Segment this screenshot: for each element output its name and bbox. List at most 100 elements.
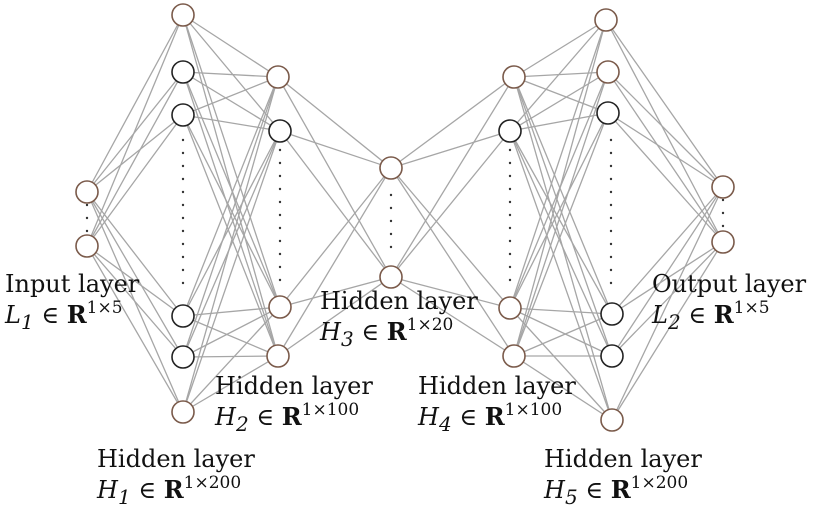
label-set: R	[386, 317, 407, 346]
edge	[279, 276, 392, 308]
edge	[390, 167, 511, 309]
edge	[182, 130, 281, 413]
label-title: Hidden layer	[544, 445, 702, 473]
ellipsis-dot	[508, 148, 512, 152]
edge	[607, 71, 724, 243]
label-hidden-layer-4: Hidden layer H4 ∈ R1×100	[418, 374, 576, 434]
ellipsis-dot	[609, 268, 613, 272]
label-output-layer: Output layer L2 ∈ R1×5	[652, 272, 806, 332]
edge	[86, 245, 184, 413]
label-sub: 1	[20, 309, 34, 334]
label-var: H	[544, 476, 565, 504]
ellipsis-dot	[389, 206, 393, 210]
label-in: ∈	[256, 403, 275, 431]
edge	[182, 306, 281, 358]
neuron-h5	[600, 408, 624, 432]
edge	[86, 114, 184, 247]
label-in: ∈	[459, 403, 478, 431]
ellipsis-dot	[181, 229, 185, 233]
edge	[605, 19, 724, 243]
edge	[390, 130, 511, 169]
ellipsis-dot	[508, 239, 512, 243]
edge	[513, 76, 613, 315]
label-set: R	[281, 402, 302, 431]
edge	[182, 130, 281, 317]
ellipsis-dot	[721, 211, 725, 215]
neuron-h3	[379, 265, 403, 289]
label-var: L	[652, 301, 668, 329]
edge	[509, 112, 609, 132]
label-sub: 5	[564, 484, 578, 509]
label-title: Hidden layer	[215, 372, 373, 400]
label-dim: 1×200	[630, 473, 689, 493]
ellipsis-dot	[278, 265, 282, 269]
ellipsis-dot	[609, 164, 613, 168]
ellipsis-dot	[609, 138, 613, 142]
edge	[279, 167, 392, 308]
neuron-h1	[171, 345, 195, 369]
label-hidden-layer-3: Hidden layer H3 ∈ R1×20	[320, 289, 478, 349]
label-title: Hidden layer	[97, 445, 255, 473]
edge	[182, 114, 279, 357]
ellipsis-dot	[609, 216, 613, 220]
label-title: Hidden layer	[320, 287, 478, 315]
ellipsis-dot	[181, 151, 185, 155]
edge	[513, 71, 609, 357]
edge	[182, 306, 281, 317]
ellipsis-dot	[508, 226, 512, 230]
neuron-input	[75, 234, 99, 258]
ellipsis-dot	[181, 268, 185, 272]
label-sub: 3	[340, 326, 354, 351]
edge	[86, 71, 184, 247]
ellipsis-dot	[609, 151, 613, 155]
edge	[182, 71, 281, 308]
label-in: ∈	[585, 476, 604, 504]
ellipsis-dot	[181, 138, 185, 142]
edge	[182, 14, 281, 308]
ellipsis-dot	[389, 219, 393, 223]
label-dim: 1×200	[183, 473, 242, 493]
edge	[513, 112, 609, 357]
neuron-h1	[171, 304, 195, 328]
ellipsis-dot	[181, 190, 185, 194]
ellipsis-dot	[389, 245, 393, 249]
neuron-input	[75, 180, 99, 204]
edge	[182, 71, 279, 78]
ellipsis-dot	[508, 252, 512, 256]
edge	[277, 76, 392, 278]
edge	[182, 130, 281, 358]
ellipsis-dot	[389, 232, 393, 236]
edge	[390, 130, 511, 278]
ellipsis-dot	[278, 161, 282, 165]
edge	[182, 355, 279, 358]
edge	[390, 76, 515, 278]
edge	[611, 186, 724, 421]
edge	[513, 76, 613, 357]
edge	[509, 19, 607, 309]
ellipsis-dot	[278, 213, 282, 217]
neuron-h5	[600, 302, 624, 326]
label-dim: 1×20	[406, 315, 454, 335]
edge	[277, 76, 392, 169]
ellipsis-dot	[609, 255, 613, 259]
edge	[509, 130, 613, 357]
edge	[182, 14, 279, 78]
edge	[509, 307, 613, 421]
neuron-h3	[379, 156, 403, 180]
ellipsis-dot	[609, 229, 613, 233]
neuron-h4	[498, 119, 522, 143]
edge	[509, 71, 609, 132]
edge	[607, 71, 724, 188]
ellipsis-dot	[609, 190, 613, 194]
edge	[86, 114, 184, 193]
label-sub: 2	[667, 309, 681, 334]
edge	[86, 245, 184, 317]
ellipsis-dot	[181, 203, 185, 207]
neuron-h4	[502, 344, 526, 368]
edge	[182, 76, 279, 317]
label-var: H	[418, 403, 439, 431]
edge	[86, 191, 184, 358]
edge	[390, 276, 511, 309]
ellipsis-dot	[278, 187, 282, 191]
